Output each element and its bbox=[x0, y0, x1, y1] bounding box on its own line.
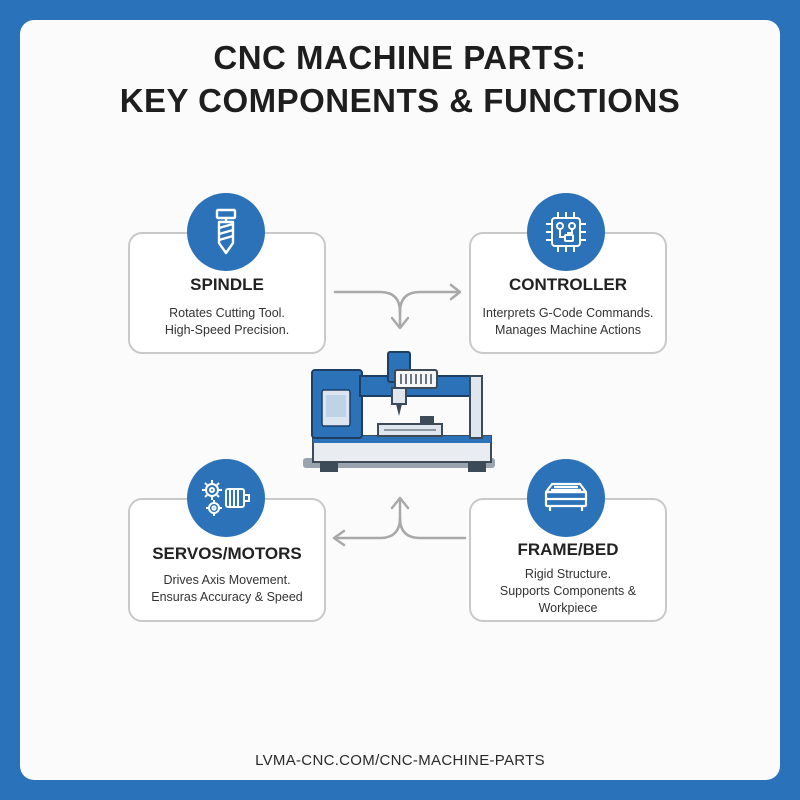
card-desc-controller: Interprets G-Code Commands. Manages Mach… bbox=[482, 306, 654, 337]
circuit-chip-icon bbox=[546, 212, 586, 252]
machine-tool-bit bbox=[396, 404, 402, 416]
badge-spindle bbox=[187, 193, 265, 271]
drill-bit-icon bbox=[215, 208, 237, 255]
machine-base-stripe bbox=[313, 436, 491, 443]
arrow-to-controller bbox=[398, 290, 460, 314]
bed-frame-icon bbox=[544, 482, 588, 511]
page-title-line1: CNC MACHINE PARTS: bbox=[213, 39, 587, 76]
arrowhead-left bbox=[332, 529, 346, 547]
arrowhead-down bbox=[390, 316, 410, 330]
badge-servos bbox=[187, 459, 265, 537]
card-title-frame: FRAME/BED bbox=[517, 540, 619, 559]
card-desc-servos: Drives Axis Movement. Ensuras Accuracy &… bbox=[151, 573, 303, 604]
badge-controller bbox=[527, 193, 605, 271]
card-controller: CONTROLLER Interprets G-Code Commands. M… bbox=[469, 232, 667, 354]
badge-frame bbox=[527, 459, 605, 537]
card-title-controller: CONTROLLER bbox=[508, 275, 628, 294]
arrowhead-right bbox=[449, 283, 462, 301]
gears-motor-icon bbox=[202, 480, 250, 516]
arrow-to-servos bbox=[334, 516, 402, 540]
card-desc-spindle: Rotates Cutting Tool. High-Speed Precisi… bbox=[164, 306, 290, 337]
card-desc-frame: Rigid Structure. Supports Components & W… bbox=[499, 567, 637, 615]
footer-url[interactable]: LVMA-CNC.COM/CNC-MACHINE-PARTS bbox=[255, 752, 545, 769]
card-title-servos: SERVOS/MOTORS bbox=[152, 544, 302, 563]
arrowhead-up bbox=[390, 496, 410, 510]
page-title-line2: KEY COMPONENTS & FUNCTIONS bbox=[119, 82, 681, 119]
card-title-spindle: SPINDLE bbox=[190, 275, 264, 294]
